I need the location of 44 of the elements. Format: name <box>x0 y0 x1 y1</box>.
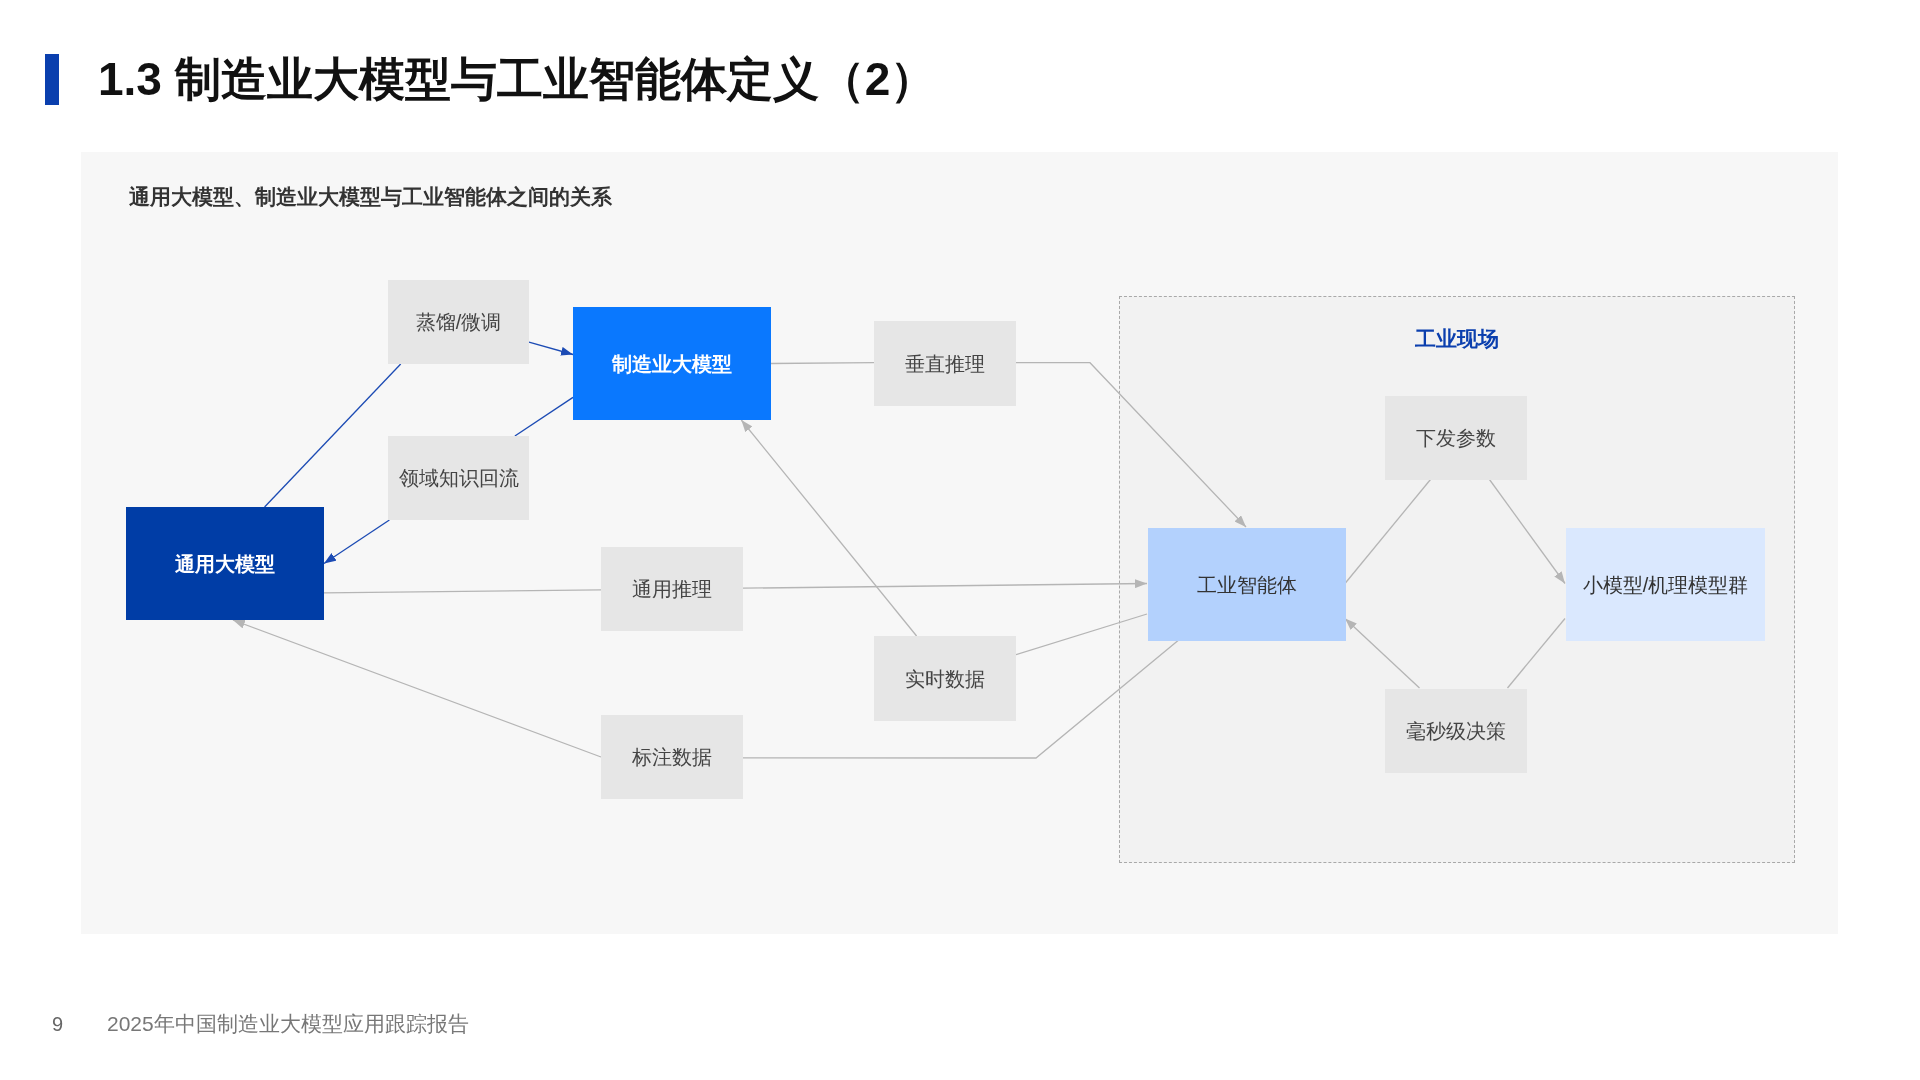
connector-line <box>514 396 574 437</box>
step-box <box>874 636 1016 721</box>
step-box <box>1385 689 1527 773</box>
footer-text: 2025年中国制造业大模型应用跟踪报告 <box>107 1011 469 1037</box>
connector-line <box>1506 617 1566 689</box>
page-title: 1.3 制造业大模型与工业智能体定义（2） <box>98 52 937 106</box>
node-label: 标注数据 <box>632 745 712 770</box>
arrow <box>1015 361 1247 528</box>
arrow <box>740 419 918 637</box>
node-label: 小模型/机理模型群 <box>1582 572 1749 598</box>
step-box <box>874 321 1016 406</box>
arrow <box>528 341 574 356</box>
arrow <box>742 579 1148 589</box>
page-number: 9 <box>52 1012 64 1037</box>
node-label: 垂直推理 <box>905 351 985 377</box>
step-box <box>1385 396 1527 480</box>
connector-line <box>263 363 402 508</box>
node-label: 实时数据 <box>905 666 985 692</box>
node-label: 通用推理 <box>632 577 712 602</box>
node-label: 制造业大模型 <box>612 351 732 377</box>
connector-line <box>1015 613 1148 656</box>
node-label: 蒸馏/微调 <box>415 310 502 335</box>
step-box <box>601 547 743 631</box>
node-label: 下发参数 <box>1416 426 1496 451</box>
arrow <box>232 619 602 758</box>
process-box <box>1148 528 1346 641</box>
node-label: 工业智能体 <box>1197 572 1297 598</box>
group-title: 工业现场 <box>1415 326 1499 352</box>
step-box <box>388 280 529 364</box>
model-box <box>573 307 771 420</box>
group-frame <box>1119 296 1795 863</box>
step-box <box>601 715 743 799</box>
node-label: 通用大模型 <box>175 551 275 577</box>
node-label: 毫秒级决策 <box>1406 719 1506 744</box>
connector-line <box>323 589 602 594</box>
connector-line <box>742 639 1180 759</box>
node-label: 领域知识回流 <box>398 466 519 491</box>
connector-line <box>770 361 875 365</box>
step-box <box>388 436 529 520</box>
diagram-subtitle: 通用大模型、制造业大模型与工业智能体之间的关系 <box>129 184 612 210</box>
model-box <box>126 507 324 620</box>
arrow <box>1488 478 1566 585</box>
process-box <box>1566 528 1765 641</box>
arrow <box>323 519 391 565</box>
